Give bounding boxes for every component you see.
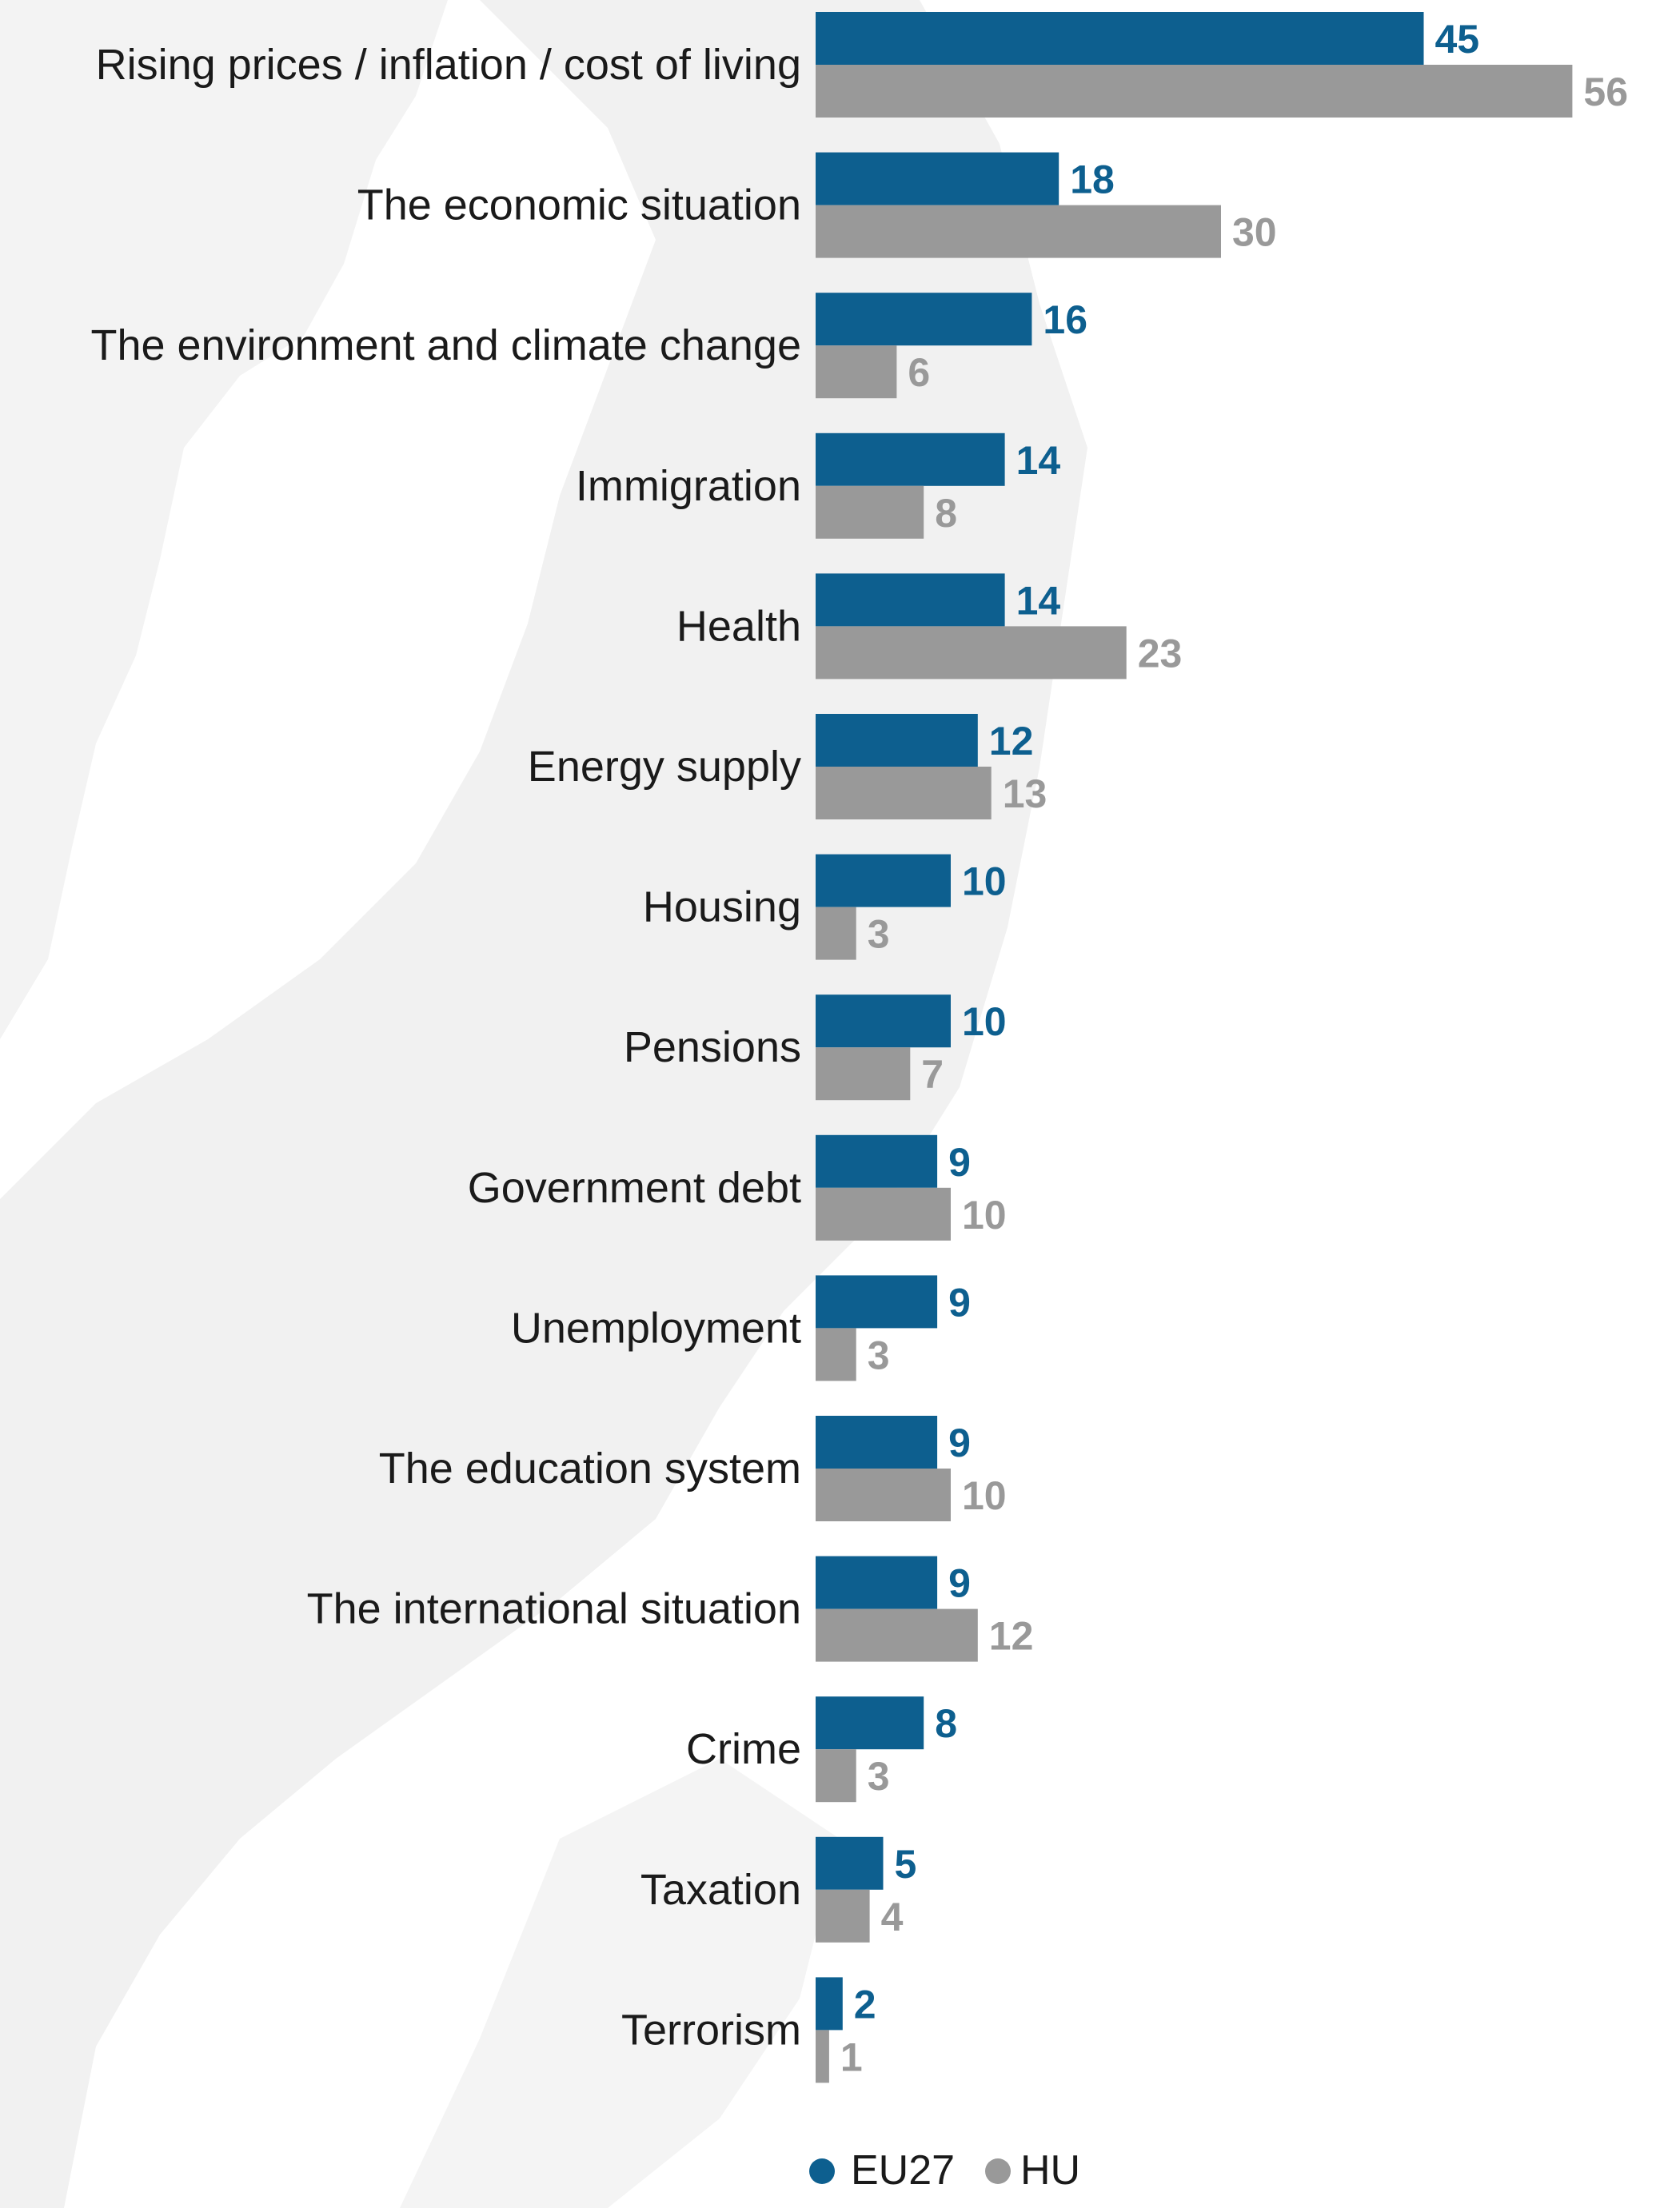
map-shape-south <box>400 1759 840 2208</box>
bar-hu-crime <box>816 1749 856 1803</box>
value-label-hu-the-education-system: 10 <box>962 1473 1007 1518</box>
bar-eu27-the-environment-and-climate-change <box>816 293 1032 346</box>
bar-hu-immigration <box>816 485 924 539</box>
bar-hu-government-debt <box>816 1187 951 1241</box>
value-label-eu27-crime: 8 <box>935 1701 957 1746</box>
category-label-energy-supply: Energy supply <box>528 743 801 791</box>
bar-hu-housing <box>816 907 856 960</box>
bar-eu27-unemployment <box>816 1275 938 1329</box>
bars-layer <box>816 12 1573 2083</box>
value-label-hu-unemployment: 3 <box>868 1333 890 1377</box>
category-label-the-international-situation: The international situation <box>307 1585 801 1633</box>
bar-eu27-health <box>816 573 1005 627</box>
value-label-eu27-housing: 10 <box>962 859 1007 904</box>
bar-eu27-immigration <box>816 432 1005 486</box>
value-label-hu-the-environment-and-climate-change: 6 <box>908 350 930 395</box>
value-label-hu-immigration: 8 <box>935 491 957 536</box>
bar-eu27-energy-supply <box>816 714 978 767</box>
value-label-eu27-the-international-situation: 9 <box>948 1561 971 1606</box>
value-label-eu27-the-economic-situation: 18 <box>1070 157 1115 202</box>
legend-marker-hu <box>985 2158 1011 2184</box>
bar-eu27-crime <box>816 1696 924 1750</box>
bar-eu27-the-international-situation <box>816 1556 938 1609</box>
bar-eu27-taxation <box>816 1836 884 1890</box>
value-label-eu27-the-education-system: 9 <box>948 1421 971 1465</box>
bar-hu-pensions <box>816 1047 911 1101</box>
category-label-housing: Housing <box>643 883 801 931</box>
value-label-eu27-government-debt: 9 <box>948 1140 971 1185</box>
legend-label-hu: HU <box>1020 2147 1080 2194</box>
value-label-hu-government-debt: 10 <box>962 1193 1007 1238</box>
value-label-eu27-unemployment: 9 <box>948 1280 971 1325</box>
bar-hu-unemployment <box>816 1328 856 1381</box>
bar-hu-the-education-system <box>816 1469 951 1521</box>
category-label-unemployment: Unemployment <box>511 1304 801 1352</box>
legend-marker-eu27 <box>809 2158 835 2184</box>
value-label-eu27-terrorism: 2 <box>854 1982 876 2027</box>
category-label-taxation: Taxation <box>640 1866 801 1914</box>
value-label-hu-energy-supply: 13 <box>1003 771 1047 816</box>
bar-eu27-housing <box>816 854 951 907</box>
value-label-hu-the-economic-situation: 30 <box>1232 210 1277 255</box>
category-label-government-debt: Government debt <box>468 1164 801 1212</box>
category-label-immigration: Immigration <box>576 462 801 510</box>
category-label-terrorism: Terrorism <box>621 2006 801 2054</box>
value-label-eu27-taxation: 5 <box>895 1842 917 1887</box>
category-label-the-education-system: The education system <box>379 1445 801 1493</box>
bar-eu27-terrorism <box>816 1977 843 2031</box>
category-label-crime: Crime <box>686 1725 801 1773</box>
bar-hu-terrorism <box>816 2030 829 2083</box>
value-label-hu-health: 23 <box>1138 631 1183 676</box>
category-label-the-economic-situation: The economic situation <box>357 181 801 229</box>
bar-hu-rising-prices-inflation-cost-of-living <box>816 65 1573 118</box>
bar-eu27-the-economic-situation <box>816 152 1059 205</box>
bar-hu-energy-supply <box>816 767 992 819</box>
map-shape-central <box>0 0 1087 2208</box>
value-label-hu-pensions: 7 <box>921 1052 944 1097</box>
value-label-hu-the-international-situation: 12 <box>989 1614 1034 1659</box>
value-label-eu27-health: 14 <box>1016 578 1061 623</box>
bar-eu27-government-debt <box>816 1134 938 1188</box>
bar-hu-the-international-situation <box>816 1608 978 1662</box>
value-label-eu27-immigration: 14 <box>1016 438 1061 483</box>
bar-hu-health <box>816 626 1127 680</box>
bar-eu27-the-education-system <box>816 1416 938 1469</box>
value-label-hu-terrorism: 1 <box>840 2035 863 2079</box>
category-label-pensions: Pensions <box>624 1023 801 1071</box>
category-label-health: Health <box>676 602 801 650</box>
bar-hu-taxation <box>816 1889 870 1943</box>
value-label-eu27-the-environment-and-climate-change: 16 <box>1043 297 1087 342</box>
category-label-the-environment-and-climate-change: The environment and climate change <box>90 321 801 369</box>
value-label-eu27-pensions: 10 <box>962 999 1007 1044</box>
value-label-hu-housing: 3 <box>868 912 890 957</box>
value-label-hu-taxation: 4 <box>881 1895 904 1939</box>
value-label-hu-rising-prices-inflation-cost-of-living: 56 <box>1583 70 1628 114</box>
value-label-eu27-rising-prices-inflation-cost-of-living: 45 <box>1435 17 1480 62</box>
bar-eu27-rising-prices-inflation-cost-of-living <box>816 12 1424 65</box>
value-label-eu27-energy-supply: 12 <box>989 719 1034 763</box>
map-shape-west <box>0 0 448 1039</box>
bar-eu27-pensions <box>816 994 951 1048</box>
legend-label-eu27: EU27 <box>851 2147 955 2194</box>
value-label-hu-crime: 3 <box>868 1754 890 1799</box>
labels-layer: Rising prices / inflation / cost of livi… <box>90 17 1628 2079</box>
legend: EU27 HU <box>809 2147 1080 2194</box>
bar-hu-the-environment-and-climate-change <box>816 345 897 399</box>
category-label-rising-prices-inflation-cost-of-living: Rising prices / inflation / cost of livi… <box>96 41 801 89</box>
background-map-decoration <box>0 0 1087 2208</box>
bar-hu-the-economic-situation <box>816 205 1221 258</box>
